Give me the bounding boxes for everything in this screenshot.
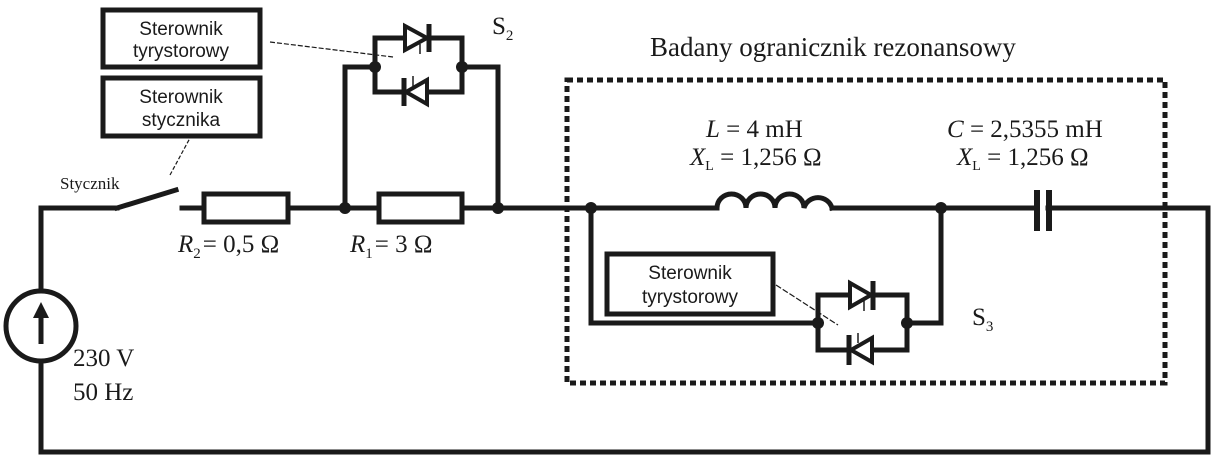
svg-text:Sterownik: Sterownik [139,87,223,108]
thyristor-forward-icon [848,279,876,311]
contactor-label: Stycznik [60,174,120,193]
r1-label: R1= 3 Ω [349,231,432,262]
inductor-value: L = 4 mH [705,116,803,143]
controller-contactor: Sterownik stycznika [100,75,263,139]
thyristor-reverse-icon [846,334,874,366]
arrow-up-icon [33,302,49,318]
thyristor-pair-s2 [372,22,465,108]
capacitor [1034,190,1052,231]
capacitor-value: C = 2,5355 mH [947,116,1103,143]
s2-label: S2 [492,13,513,44]
resistor-r1 [376,191,465,225]
inductor [714,191,836,212]
resistor-r2 [201,191,291,225]
controller-thyristor-s2: Sterownik tyrystorowy [100,7,263,70]
svg-text:Sterownik: Sterownik [139,19,223,40]
svg-text:Sterownik: Sterownik [648,263,732,284]
voltage-source [3,288,79,364]
thyristor-reverse-icon [401,76,429,108]
controller-thyristor-s3: Sterownik tyrystorowy [604,251,776,317]
svg-text:stycznika: stycznika [142,110,221,131]
source-frequency: 50 Hz [73,379,133,406]
inductor-reactance: XL = 1,256 Ω [689,144,822,174]
thyristor-pair-s3 [815,279,910,366]
limiter-title: Badany ogranicznik rezonansowy [650,32,1016,62]
junction-nodes [339,61,947,329]
thyristor-forward-icon [403,22,432,54]
capacitor-reactance: XL = 1,256 Ω [956,144,1089,174]
svg-text:tyrystorowy: tyrystorowy [642,287,739,308]
s3-leader-line [775,284,839,326]
source-voltage: 230 V [73,345,134,372]
contactor-switch [113,186,180,212]
limiter-enclosure [564,77,1168,386]
r2-label: R2= 0,5 Ω [177,231,279,262]
s3-label: S3 [972,304,993,335]
contactor-leader-line [169,137,191,176]
svg-text:tyrystorowy: tyrystorowy [133,41,230,62]
